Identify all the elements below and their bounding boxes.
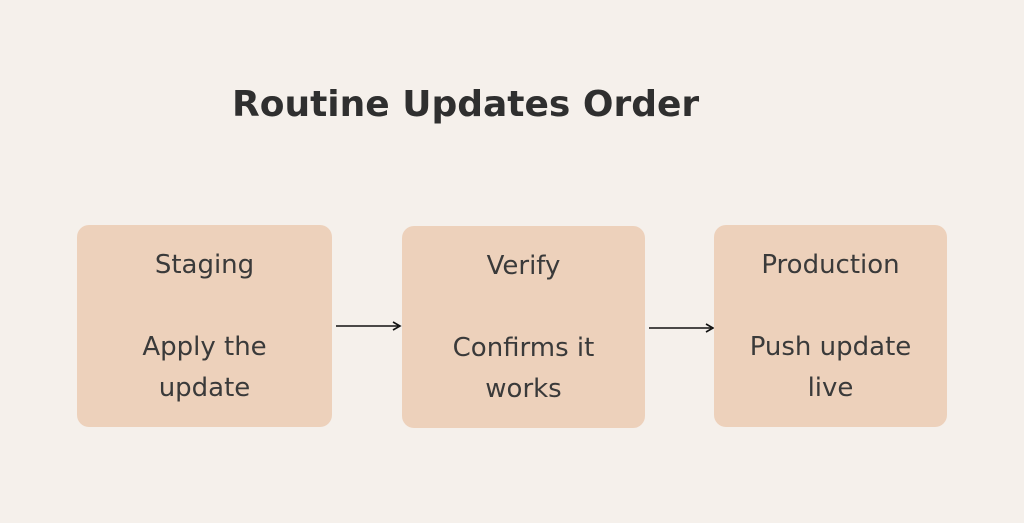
step-box-staging: Staging Apply the update (77, 225, 332, 427)
arrow-staging-to-verify (336, 321, 402, 331)
arrow-verify-to-production (649, 323, 715, 333)
step-title: Production (761, 250, 900, 280)
step-title: Staging (154, 250, 255, 280)
step-description: Apply the update (142, 332, 267, 403)
step-description: Confirms it works (452, 333, 595, 404)
step-box-production: Production Push update live (714, 225, 947, 427)
step-description: Push update live (749, 332, 912, 403)
step-title: Verify (486, 251, 561, 281)
diagram-title: Routine Updates Order (232, 84, 700, 125)
step-box-verify: Verify Confirms it works (402, 226, 645, 428)
